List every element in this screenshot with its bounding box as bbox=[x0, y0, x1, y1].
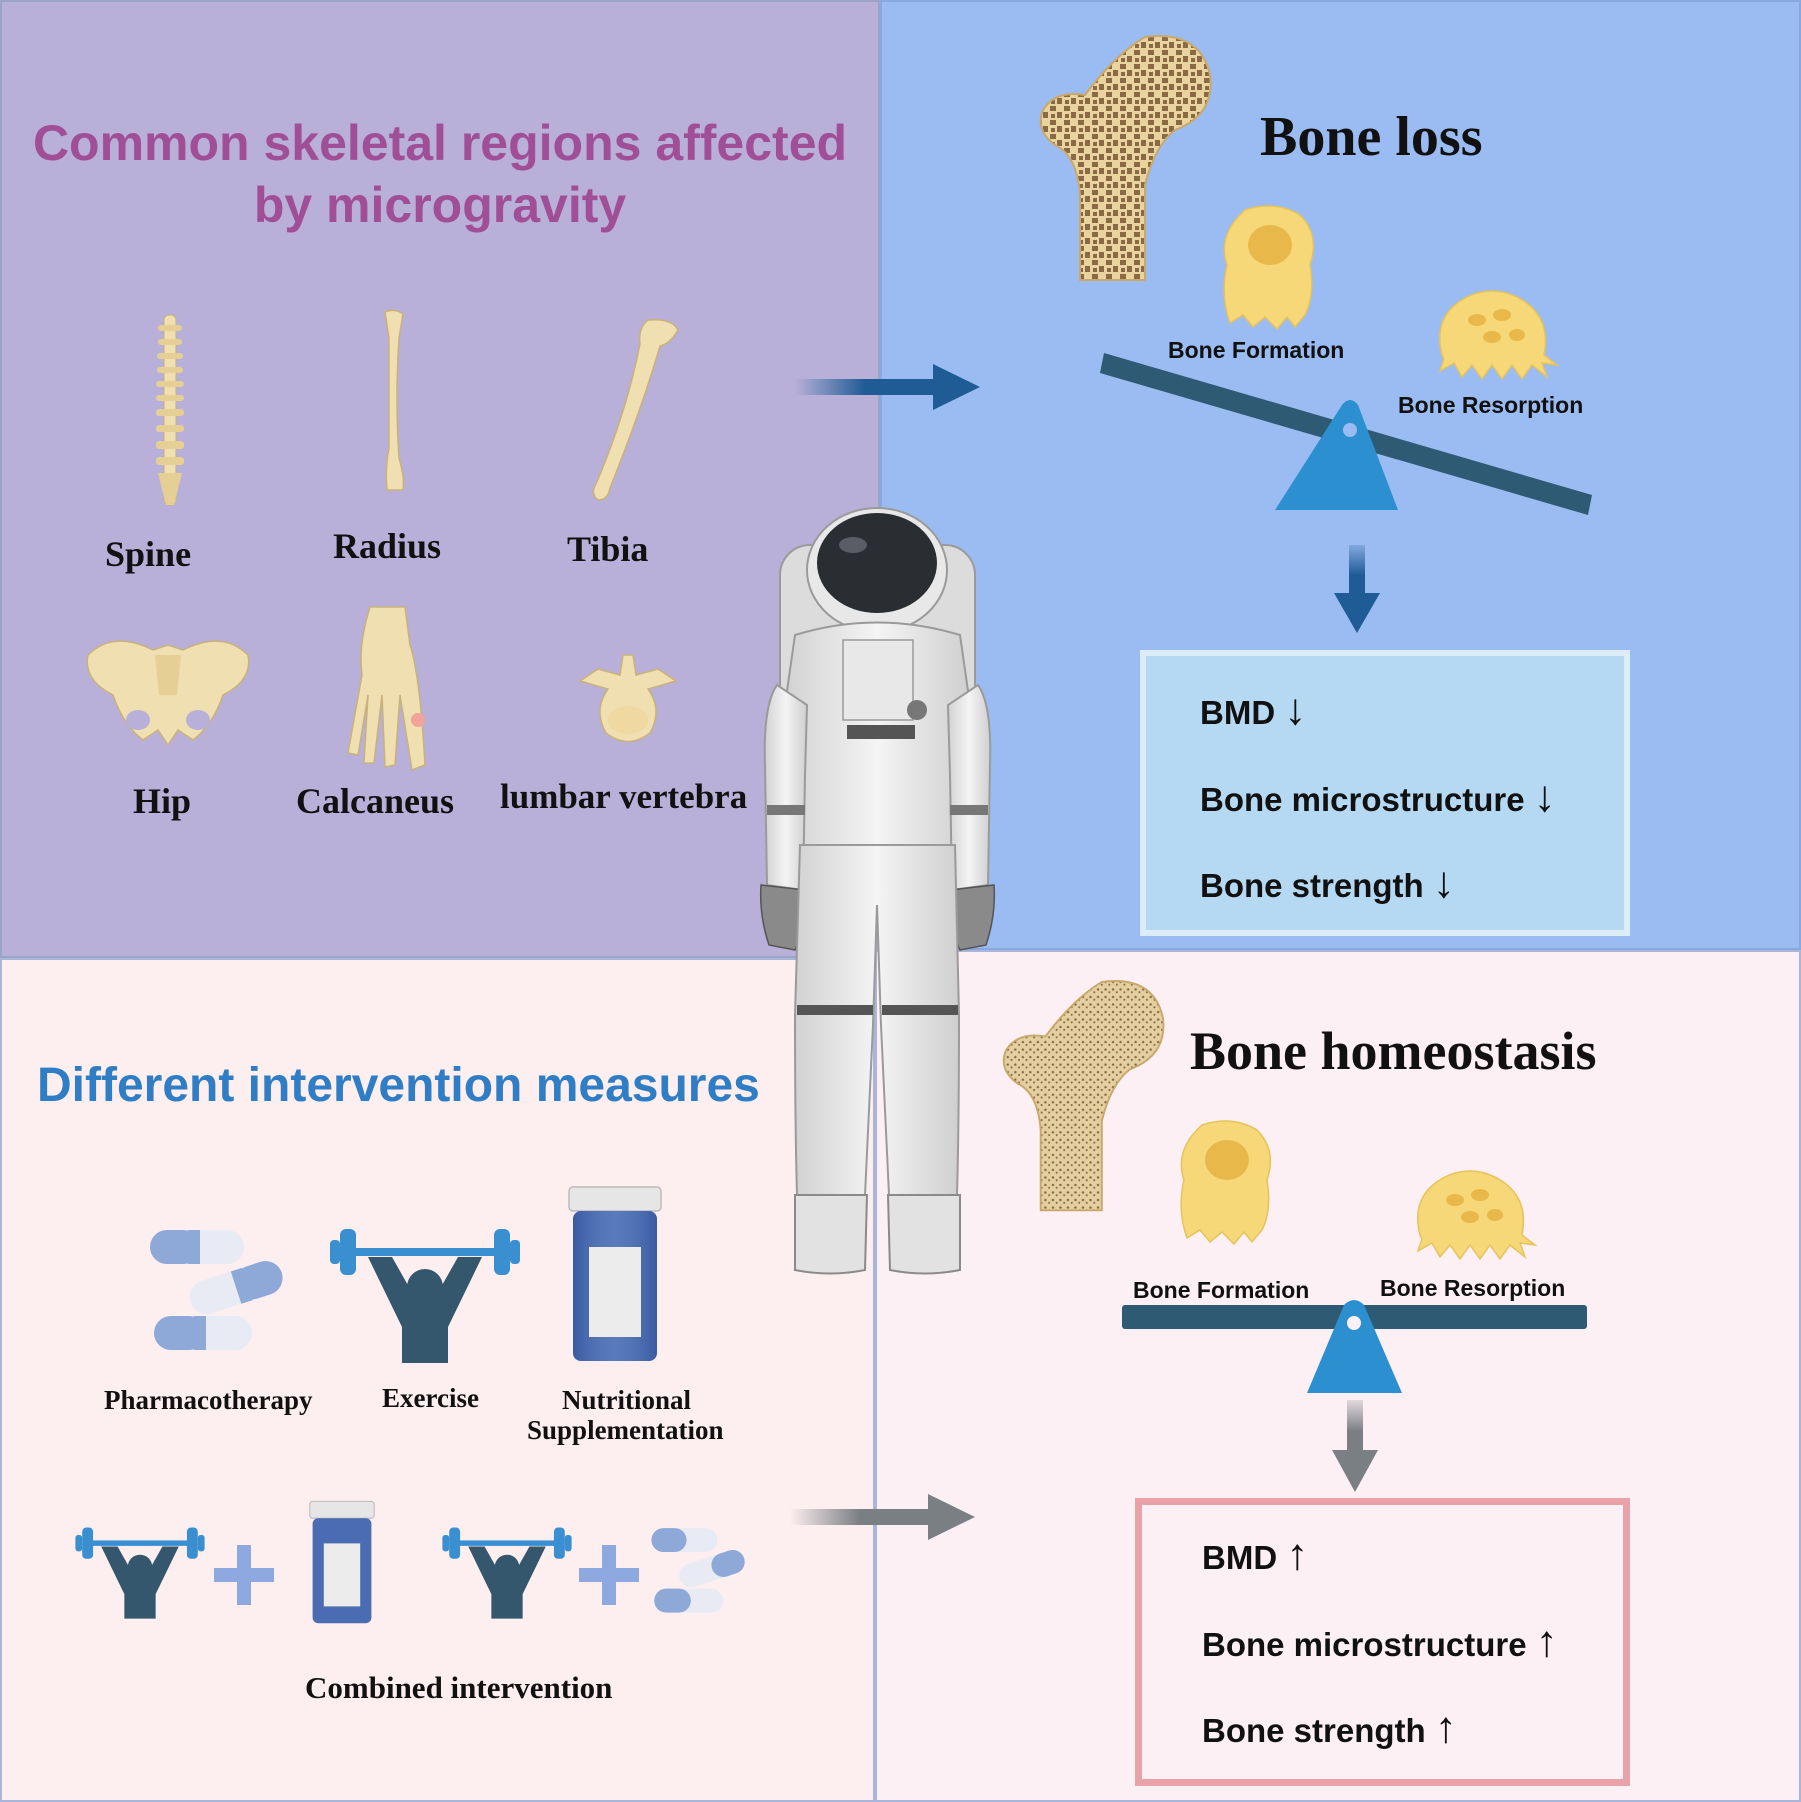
measure-label-exercise: Exercise bbox=[382, 1383, 479, 1413]
osteoclast-icon bbox=[1438, 290, 1560, 381]
measure-label-supplementation: Supplementation bbox=[527, 1415, 724, 1445]
osteoblast-icon bbox=[1180, 1120, 1272, 1246]
outcome-label: BMD bbox=[1200, 694, 1276, 731]
bottle-icon bbox=[568, 1186, 662, 1361]
seesaw-tilted-icon bbox=[1100, 353, 1592, 515]
combined-intervention-label: Combined intervention bbox=[305, 1670, 613, 1705]
capsule-icon bbox=[150, 1230, 283, 1350]
homeostasis-formation-label: Bone Formation bbox=[1133, 1277, 1310, 1303]
bone-label-tibia: Tibia bbox=[567, 529, 649, 569]
seesaw-level-icon bbox=[1122, 1300, 1587, 1393]
bone-label-spine: Spine bbox=[105, 534, 192, 574]
homeostasis-outcome-box bbox=[1135, 1498, 1630, 1786]
weightlifter-icon bbox=[442, 1527, 572, 1619]
plus-icon bbox=[579, 1545, 639, 1605]
homeostasis-outcome-microstructure: Bone microstructure ↑ bbox=[1202, 1617, 1558, 1667]
spine-icon bbox=[156, 314, 184, 506]
osteoblast-icon bbox=[1223, 205, 1315, 331]
bone-loss-formation-label: Bone Formation bbox=[1168, 337, 1345, 363]
arrow-up-icon: ↑ bbox=[1286, 1530, 1309, 1579]
measure-label-pharmacotherapy: Pharmacotherapy bbox=[104, 1385, 313, 1415]
bone-loss-outcome-microstructure: Bone microstructure ↓ bbox=[1200, 772, 1556, 822]
homeostasis-outcome-bmd: BMD ↑ bbox=[1202, 1530, 1308, 1580]
outcome-label: BMD bbox=[1202, 1539, 1278, 1576]
osteoclast-icon bbox=[1416, 1170, 1538, 1261]
hip-icon bbox=[86, 640, 250, 747]
arrow-to-bone-loss bbox=[795, 364, 980, 410]
bone-label-radius: Radius bbox=[333, 526, 442, 566]
bone-loss-title: Bone loss bbox=[1260, 106, 1483, 168]
arrow-down-icon: ↓ bbox=[1533, 772, 1556, 821]
bone-loss-resorption-label: Bone Resorption bbox=[1398, 392, 1584, 418]
homeostasis-outcome-strength: Bone strength ↑ bbox=[1202, 1703, 1457, 1753]
arrow-down-icon: ↓ bbox=[1432, 858, 1455, 907]
bone-loss-outcome-strength: Bone strength ↓ bbox=[1200, 858, 1455, 908]
bottle-icon bbox=[309, 1500, 375, 1624]
bone-loss-outcome-bmd: BMD ↓ bbox=[1200, 685, 1306, 735]
arrow-down-gray bbox=[1332, 1400, 1378, 1492]
weightlifter-icon bbox=[75, 1527, 205, 1619]
homeostasis-title: Bone homeostasis bbox=[1190, 1021, 1597, 1081]
capsule-icon bbox=[651, 1528, 745, 1613]
femur-icon bbox=[1039, 35, 1212, 281]
plus-icon bbox=[214, 1545, 274, 1605]
tibia-icon bbox=[592, 318, 679, 501]
arrow-up-icon: ↑ bbox=[1535, 1617, 1558, 1666]
skeletal-title: Common skeletal regions affected by micr… bbox=[20, 112, 860, 236]
arrow-down-blue bbox=[1334, 545, 1380, 633]
skeletal-title-line2: by microgravity bbox=[253, 177, 627, 233]
weightlifter-icon bbox=[330, 1229, 520, 1363]
skeletal-title-line1: Common skeletal regions affected bbox=[32, 115, 848, 171]
panel-intervention bbox=[0, 958, 875, 1802]
outcome-label: Bone strength bbox=[1200, 867, 1424, 904]
panel-skeletal-regions bbox=[0, 0, 880, 958]
outcome-label: Bone microstructure bbox=[1200, 781, 1525, 818]
arrow-down-icon: ↓ bbox=[1284, 685, 1307, 734]
femur-icon bbox=[1002, 980, 1165, 1212]
measure-label-nutritional: Nutritional bbox=[562, 1385, 692, 1415]
arrow-up-icon: ↑ bbox=[1434, 1703, 1457, 1752]
bone-label-hip: Hip bbox=[133, 781, 192, 821]
bone-loss-outcome-box bbox=[1140, 650, 1630, 936]
astronaut-icon bbox=[759, 507, 996, 1275]
homeostasis-resorption-label: Bone Resorption bbox=[1380, 1275, 1566, 1301]
vertebra-icon bbox=[578, 654, 678, 743]
bone-label-calcaneus: Calcaneus bbox=[296, 781, 455, 821]
bone-label-lumbar-vertebra: lumbar vertebra bbox=[500, 777, 748, 816]
foot-icon bbox=[347, 606, 426, 772]
arrow-to-homeostasis bbox=[790, 1494, 975, 1540]
outcome-label: Bone strength bbox=[1202, 1712, 1426, 1749]
intervention-title: Different intervention measures bbox=[37, 1059, 760, 1112]
radius-icon bbox=[384, 309, 405, 491]
outcome-label: Bone microstructure bbox=[1202, 1626, 1527, 1663]
